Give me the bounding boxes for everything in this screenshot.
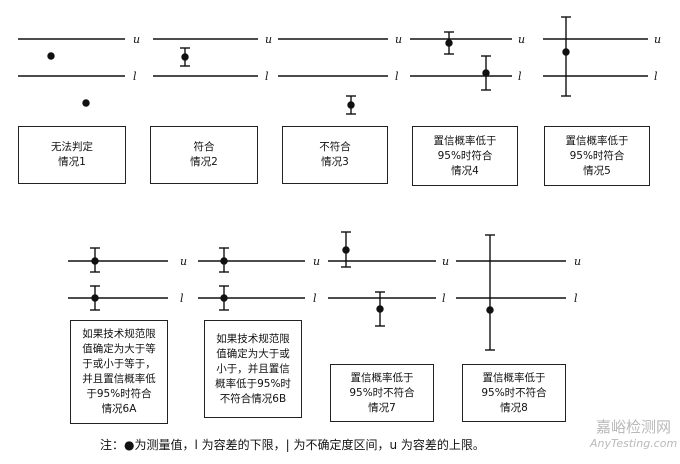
case-7-box: 置信概率低于 95%时不符合 情况7 — [330, 364, 434, 422]
watermark-cn: 嘉峪检测网 — [596, 418, 672, 436]
uncertainty-interval — [561, 16, 571, 97]
measured-value-dot — [445, 39, 453, 47]
row1-lines — [18, 38, 648, 77]
lower-label: l — [395, 70, 399, 83]
case-8-box: 置信概率低于 95%时不符合 情况8 — [462, 364, 566, 422]
case-6a-box: 如果技术规范限 值确定为大于等 于或小于等于， 并且置信概率低 于95%时符合 … — [70, 320, 168, 424]
uncertainty-interval — [219, 247, 229, 273]
measured-value-dot — [347, 101, 355, 109]
upper-label: u — [265, 33, 272, 46]
uncertainty-interval — [90, 285, 100, 311]
measured-value-dot — [342, 246, 350, 254]
measured-value-dot — [486, 306, 494, 314]
lower-label: l — [313, 292, 317, 305]
lower-label: l — [654, 70, 658, 83]
measured-value-dot — [376, 305, 384, 313]
measured-value-dot — [220, 257, 228, 265]
upper-label: u — [518, 33, 525, 46]
upper-label: u — [654, 33, 661, 46]
case-2-text: 符合 情况2 — [190, 141, 218, 168]
measured-value-dot — [82, 99, 90, 107]
case-3-box: 不符合 情况3 — [282, 126, 388, 184]
upper-label: u — [442, 255, 449, 268]
measured-value-dot — [220, 294, 228, 302]
upper-label: u — [574, 255, 581, 268]
uncertainty-interval — [485, 234, 495, 351]
case-4-box: 置信概率低于 95%时符合 情况4 — [412, 126, 518, 186]
uncertainty-interval — [219, 285, 229, 311]
uncertainty-interval — [90, 247, 100, 273]
case-6b-text: 如果技术规范限 值确定为大于或 小于，并且置信 概率低于95%时 不符合情况6B — [215, 332, 291, 405]
uncertainty-interval — [481, 55, 491, 91]
case-1-box: 无法判定 情况1 — [18, 126, 126, 184]
lower-label: l — [518, 70, 522, 83]
measured-value-dot — [91, 294, 99, 302]
lower-label: l — [265, 70, 269, 83]
upper-label: u — [395, 33, 402, 46]
case-6a-text: 如果技术规范限 值确定为大于等 于或小于等于， 并且置信概率低 于95%时符合 … — [82, 328, 156, 415]
case-3-text: 不符合 情况3 — [319, 141, 351, 168]
uncertainty-interval — [341, 231, 351, 268]
upper-label: u — [313, 255, 320, 268]
measured-value-dot — [47, 52, 55, 60]
case-6b-box: 如果技术规范限 值确定为大于或 小于，并且置信 概率低于95%时 不符合情况6B — [204, 320, 302, 418]
case-7-text: 置信概率低于 95%时不符合 情况7 — [349, 371, 415, 414]
case-1-text: 无法判定 情况1 — [51, 141, 93, 168]
uncertainty-interval — [444, 31, 454, 55]
upper-label: u — [133, 33, 140, 46]
upper-label: u — [180, 255, 187, 268]
case-4-text: 置信概率低于 95%时符合 情况4 — [433, 134, 497, 177]
uncertainty-interval — [180, 47, 190, 67]
measured-value-dot — [91, 257, 99, 265]
lower-label: l — [180, 292, 184, 305]
uncertainty-interval — [346, 95, 356, 115]
lower-label: l — [574, 292, 578, 305]
case-5-box: 置信概率低于 95%时符合 情况5 — [544, 126, 650, 186]
case-8-text: 置信概率低于 95%时不符合 情况8 — [481, 371, 547, 414]
lower-label: l — [133, 70, 137, 83]
legend-note: 注：●为测量值，l 为容差的下限，| 为不确定度区间，u 为容差的上限。 — [100, 438, 485, 452]
measured-value-dot — [562, 48, 570, 56]
uncertainty-interval — [375, 291, 385, 327]
measured-value-dot — [181, 53, 189, 61]
case-5-text: 置信概率低于 95%时符合 情况5 — [565, 134, 629, 177]
measured-value-dot — [482, 69, 490, 77]
watermark-en: AnyTesting.com — [590, 437, 678, 450]
lower-label: l — [442, 292, 446, 305]
case-2-box: 符合 情况2 — [150, 126, 258, 184]
